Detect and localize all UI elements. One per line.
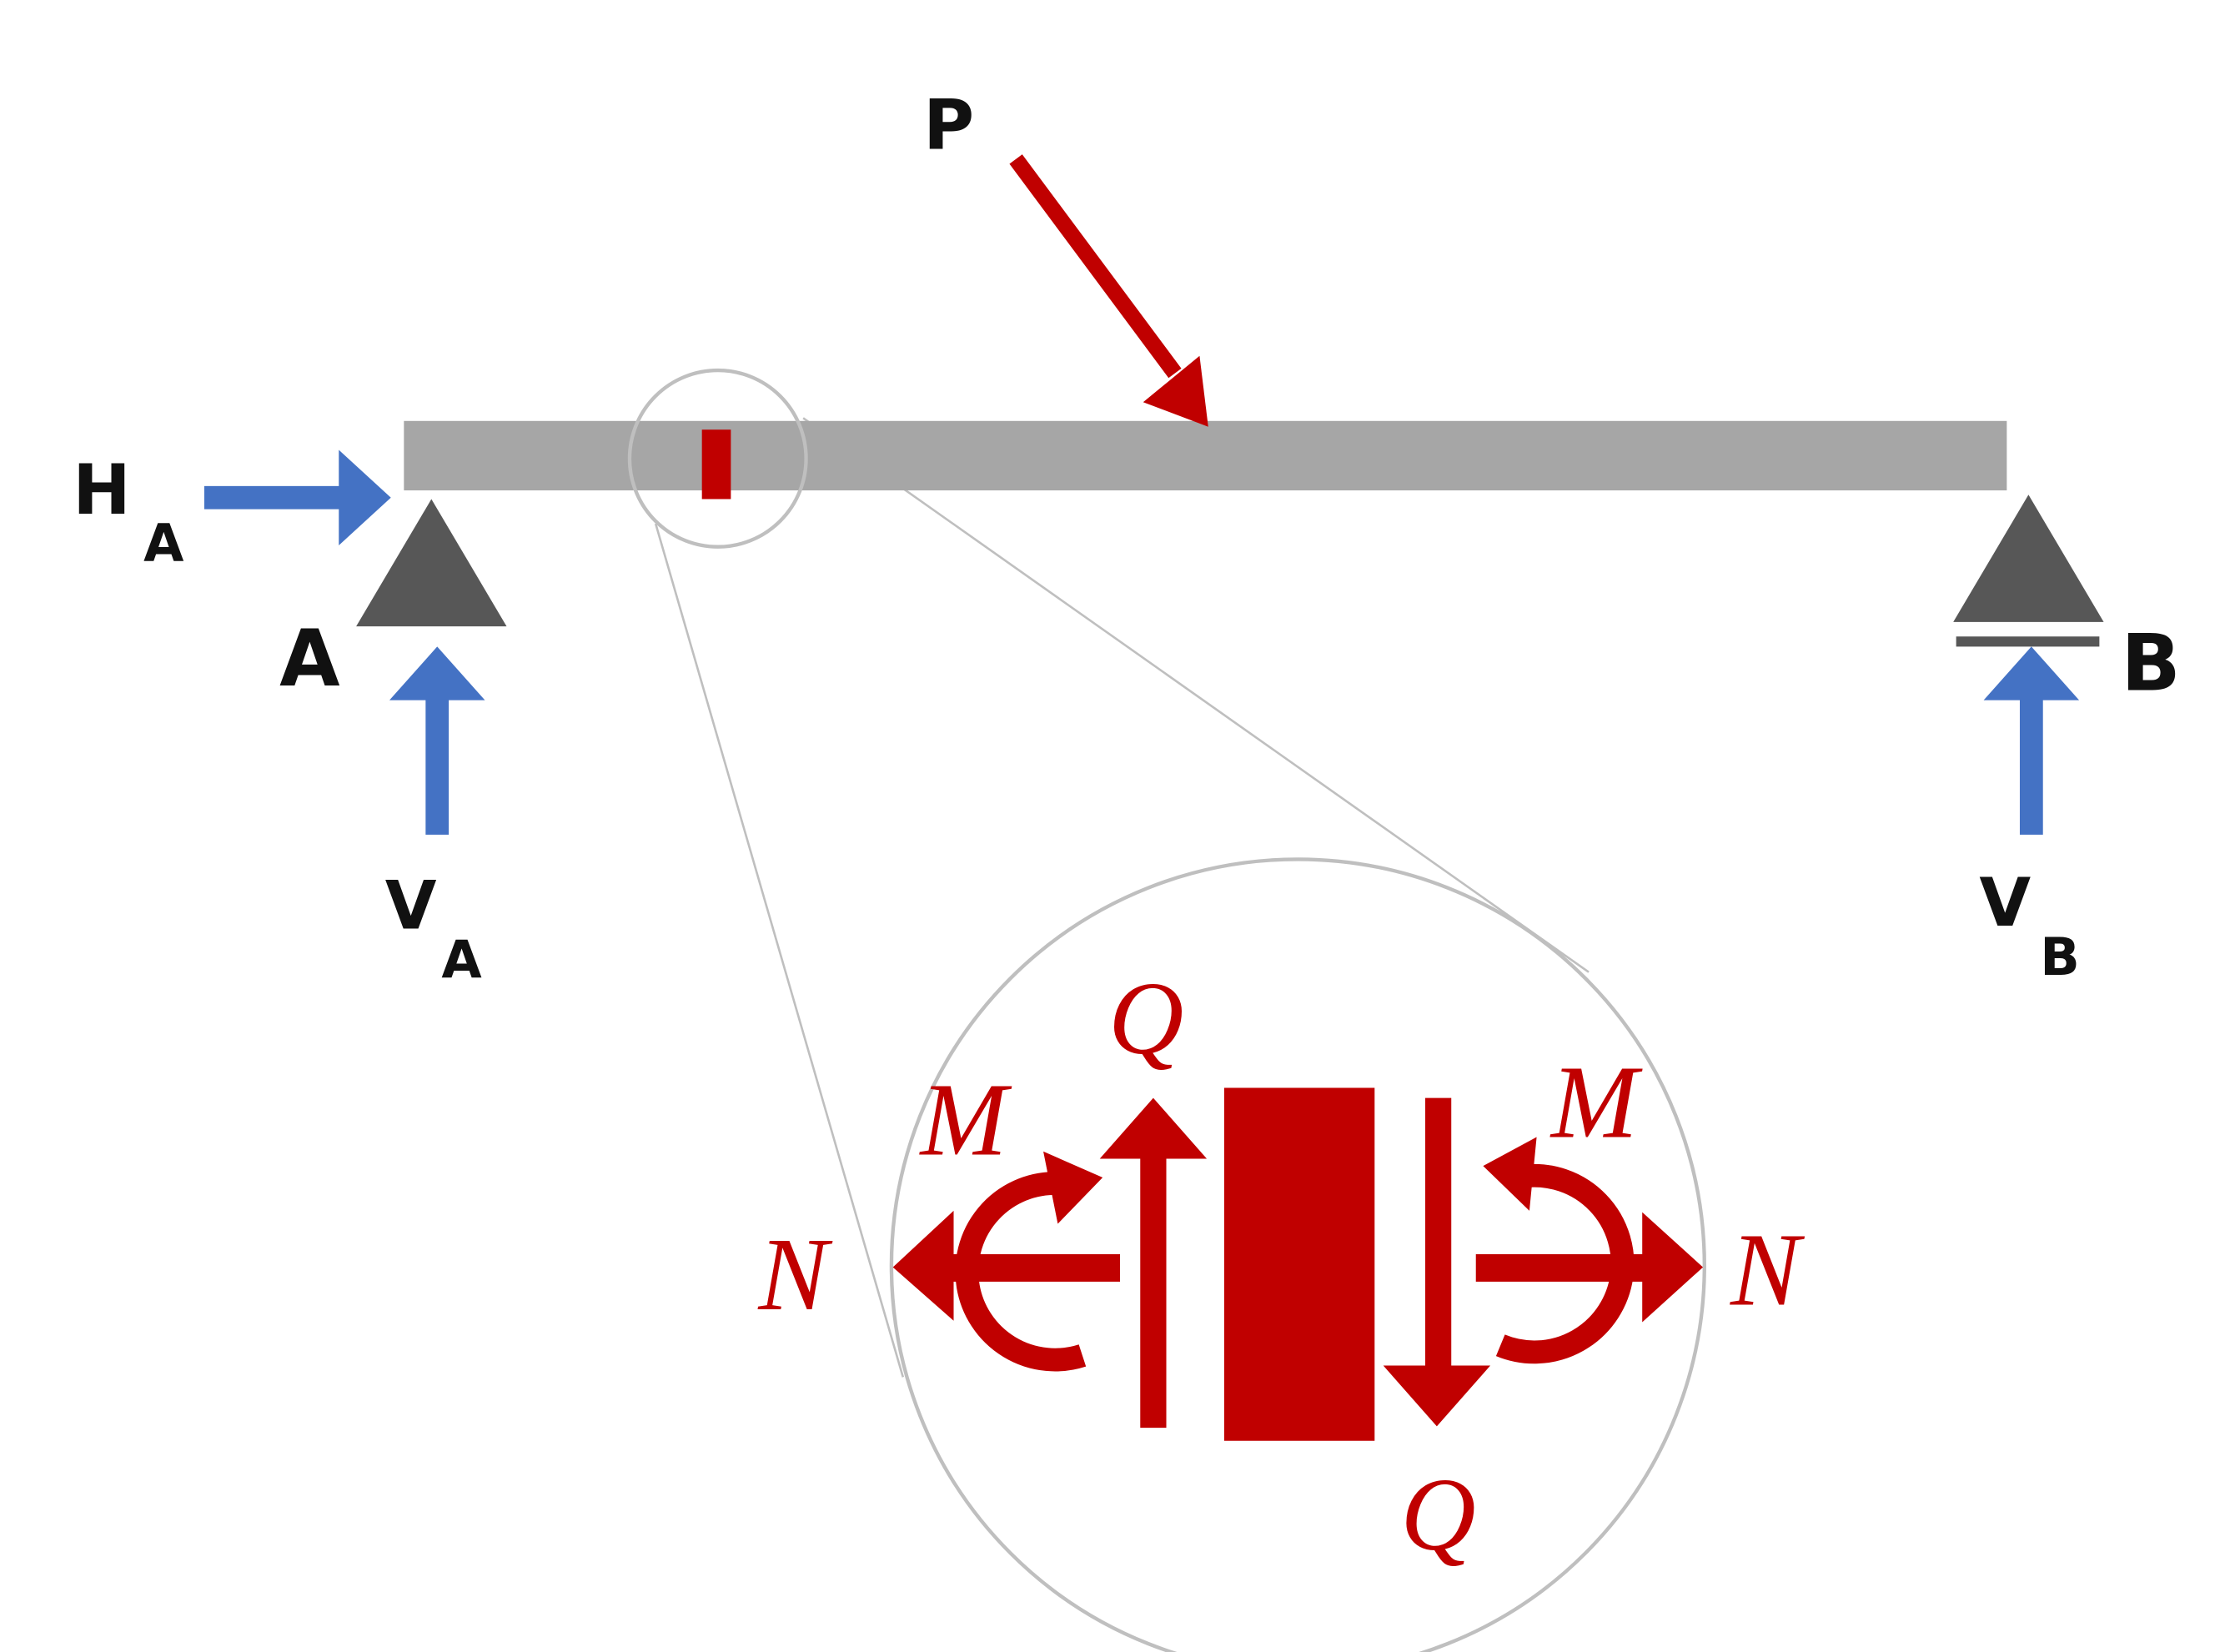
reaction-label-vb-sub: B (2040, 926, 2080, 987)
section-element-marker (701, 429, 731, 500)
axial-force-label-right: N (1730, 1213, 1806, 1328)
beam (404, 420, 2007, 491)
support-a-label: A (279, 614, 340, 705)
roller-support-b (1953, 495, 2104, 622)
reaction-label-ha-sub: A (143, 513, 184, 574)
reaction-arrow-ha (203, 449, 391, 545)
support-b-label: B (2121, 618, 2180, 709)
axial-force-arrow-left (892, 1210, 1120, 1321)
reaction-label-ha: H (73, 449, 131, 530)
shear-force-arrow-left (1099, 1097, 1208, 1429)
load-arrow-p (1009, 154, 1208, 427)
moment-arrow-left (955, 1151, 1103, 1372)
axial-force-arrow-right (1475, 1212, 1704, 1323)
load-label-p: P (923, 85, 974, 166)
moment-label-right: M (1549, 1045, 1643, 1160)
zoom-connector-left (654, 523, 905, 1378)
zoom-circle-small (627, 368, 808, 549)
pinned-support-a (356, 499, 507, 627)
reaction-label-vb: V (1979, 864, 2031, 941)
reaction-label-va-sub: A (441, 930, 482, 991)
reaction-arrow-vb (1983, 646, 2080, 835)
shear-force-label-left: Q (1108, 962, 1183, 1077)
moment-label-left: M (919, 1062, 1012, 1177)
reaction-label-va: V (385, 867, 437, 945)
axial-force-label-left: N (757, 1218, 833, 1333)
shear-force-label-right: Q (1401, 1458, 1476, 1573)
shear-force-arrow-right (1383, 1097, 1491, 1427)
section-element-zoomed (1223, 1087, 1375, 1441)
moment-arrow-right (1483, 1137, 1635, 1364)
roller-support-b-base (1956, 636, 2100, 647)
zoom-circle-large (889, 857, 1706, 1652)
reaction-arrow-va (389, 646, 485, 835)
zoom-connector-right (802, 417, 1590, 973)
